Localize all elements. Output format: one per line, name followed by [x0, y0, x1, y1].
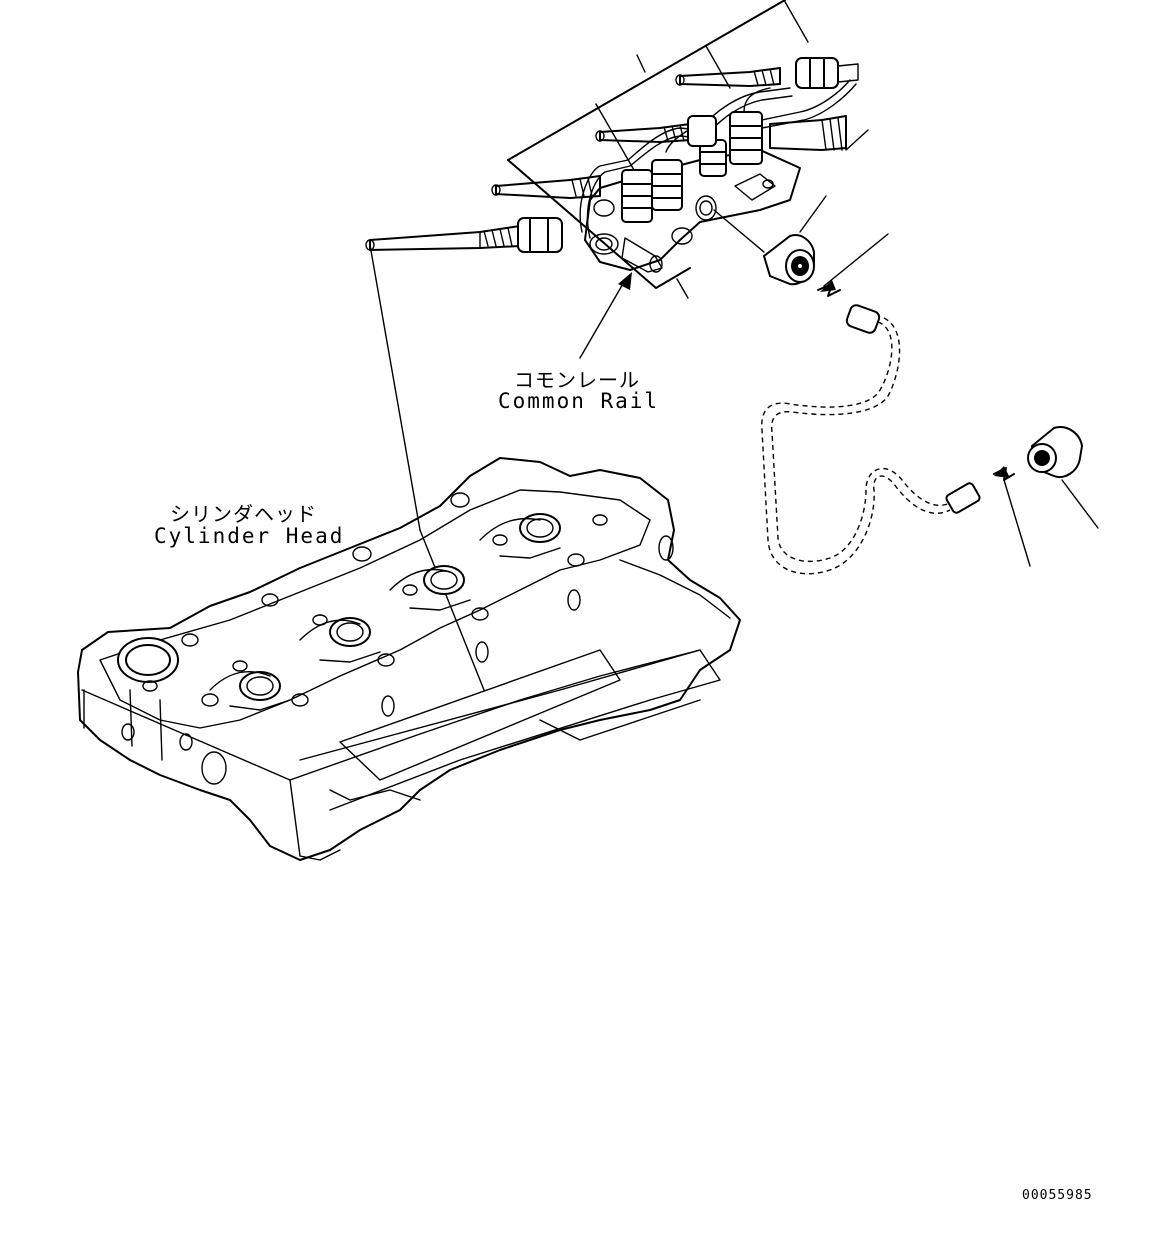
- retaining-clip-upper: [817, 233, 889, 297]
- retaining-clip-lower: [993, 466, 1031, 567]
- common-rail: [579, 79, 857, 273]
- injector-3: [595, 115, 717, 147]
- leak-off-hose: [761, 304, 981, 575]
- protective-cap-upper: [713, 195, 827, 286]
- injector-1: [365, 217, 563, 253]
- leader-lines: [369, 244, 632, 691]
- cylinder-head-label-en: Cylinder Head: [154, 524, 345, 548]
- injector-group-bracket: [507, 0, 809, 299]
- injector-5: [769, 115, 869, 151]
- drawing-number: 00055985: [1022, 1188, 1093, 1203]
- injector-4: [675, 57, 859, 89]
- cylinder-head: [77, 457, 741, 861]
- common-rail-label-jp: コモンレール: [514, 368, 640, 392]
- protective-cap-lower: [1027, 426, 1099, 529]
- common-rail-label-en: Common Rail: [498, 389, 660, 413]
- injector-2: [491, 175, 601, 199]
- cylinder-head-label-jp: シリンダヘッド: [170, 502, 317, 526]
